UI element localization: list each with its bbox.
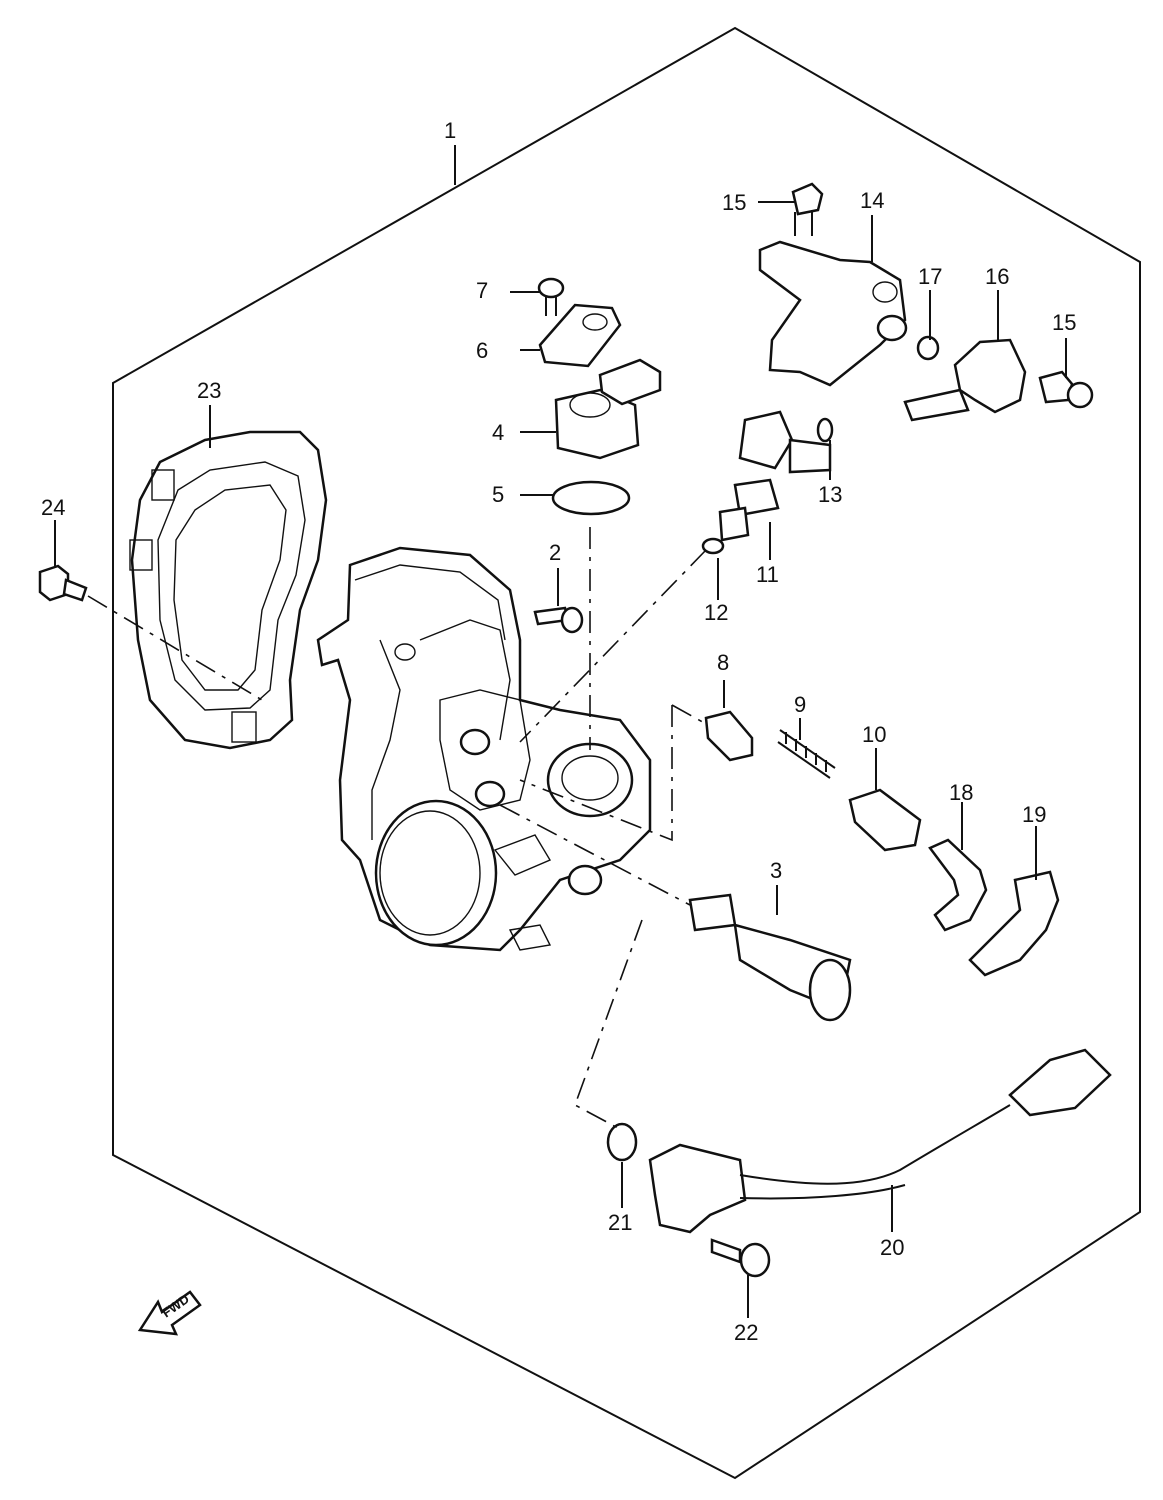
callout-16: 16 [985,264,1009,289]
injector-part-11 [718,410,832,542]
callout-21: 21 [608,1210,632,1235]
callout-5: 5 [492,482,504,507]
assembly-lines [87,527,709,1129]
gasket-cover-part [129,430,328,750]
washer-part-17 [916,335,940,361]
bracket-part-14 [758,240,908,387]
screw-part-22 [710,1238,771,1278]
bolt-part-15b [1038,370,1094,409]
valve-part-3 [688,893,852,1022]
sensor-harness-part-20 [648,1048,1112,1234]
callout-15a: 15 [722,190,746,215]
callout-19: 19 [1022,802,1046,827]
sensor-part-4 [554,358,662,460]
spring-part-9 [777,729,836,779]
screw-part-2 [533,606,584,634]
callout-3: 3 [770,858,782,883]
o-ring-part-13 [816,417,834,443]
screw-part-24 [38,564,88,602]
nut-part-10 [848,788,922,852]
callout-24: 24 [41,495,65,520]
o-ring-part-12 [701,537,725,555]
callout-8: 8 [717,650,729,675]
plunger-part-8 [704,710,754,762]
screw-part-7 [537,277,565,316]
hose-part-18 [928,838,988,932]
elbow-part-19 [968,870,1060,977]
callout-18: 18 [949,780,973,805]
callout-labels: 1 2 3 4 5 6 7 8 9 10 11 12 13 14 15 15 1… [41,118,1076,1345]
fitting-part-16 [903,338,1027,422]
callout-9: 9 [794,692,806,717]
callout-6: 6 [476,338,488,363]
throttle-body-part [316,546,652,952]
callout-1: 1 [444,118,456,143]
leader-lines [54,145,1067,1318]
callout-14: 14 [860,188,884,213]
o-ring-part-5 [551,480,631,516]
callout-10: 10 [862,722,886,747]
callout-13: 13 [818,482,842,507]
callout-15b: 15 [1052,310,1076,335]
callout-23: 23 [197,378,221,403]
callout-4: 4 [492,420,504,445]
callout-2: 2 [549,540,561,565]
o-ring-part-21 [606,1122,638,1162]
bolt-part-15a [791,182,824,236]
callout-7: 7 [476,278,488,303]
fwd-arrow: FWD [137,1290,202,1336]
callout-20: 20 [880,1235,904,1260]
callout-12: 12 [704,600,728,625]
plate-part-6 [538,303,622,368]
callout-17: 17 [918,264,942,289]
assembly-boundary [112,26,1141,1480]
callout-11: 11 [756,562,779,587]
callout-22: 22 [734,1320,758,1345]
